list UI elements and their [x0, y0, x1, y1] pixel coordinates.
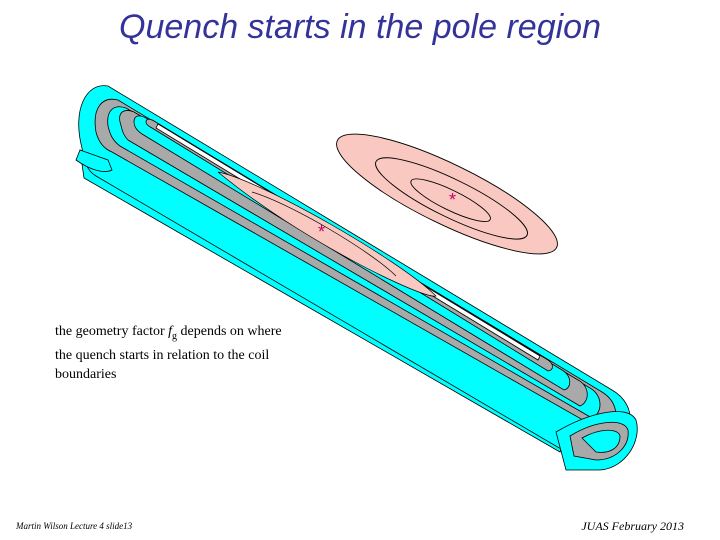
coil-left-tab	[75, 149, 113, 172]
caption-symbol: f	[168, 324, 173, 339]
footer-date: JUAS February 2013	[581, 519, 684, 533]
quench-zone-coil-contour	[251, 191, 397, 277]
quench-ellipse-mid	[375, 157, 528, 240]
quench-ellipse-inner	[410, 178, 491, 222]
quench-marker-coil: *	[318, 222, 325, 242]
quench-zone-coil-shape	[217, 171, 437, 297]
caption-subscript: g	[172, 330, 178, 342]
coil-end-turn-inner	[581, 429, 621, 453]
caption-text-after: depends on where the quench starts in re…	[55, 324, 282, 382]
quench-ellipse	[336, 133, 558, 255]
quench-ellipse-outer	[336, 133, 558, 255]
quench-marker-ellipse: *	[449, 190, 456, 210]
quench-zone-in-coil	[217, 171, 437, 297]
caption-text-before: the geometry factor	[55, 324, 169, 339]
slide-title: Quench starts in the pole region	[119, 8, 601, 46]
geometry-factor-caption: the geometry factor fg depends on where …	[55, 322, 295, 384]
footer-author: Martin Wilson Lecture 4 slide13	[16, 521, 133, 531]
